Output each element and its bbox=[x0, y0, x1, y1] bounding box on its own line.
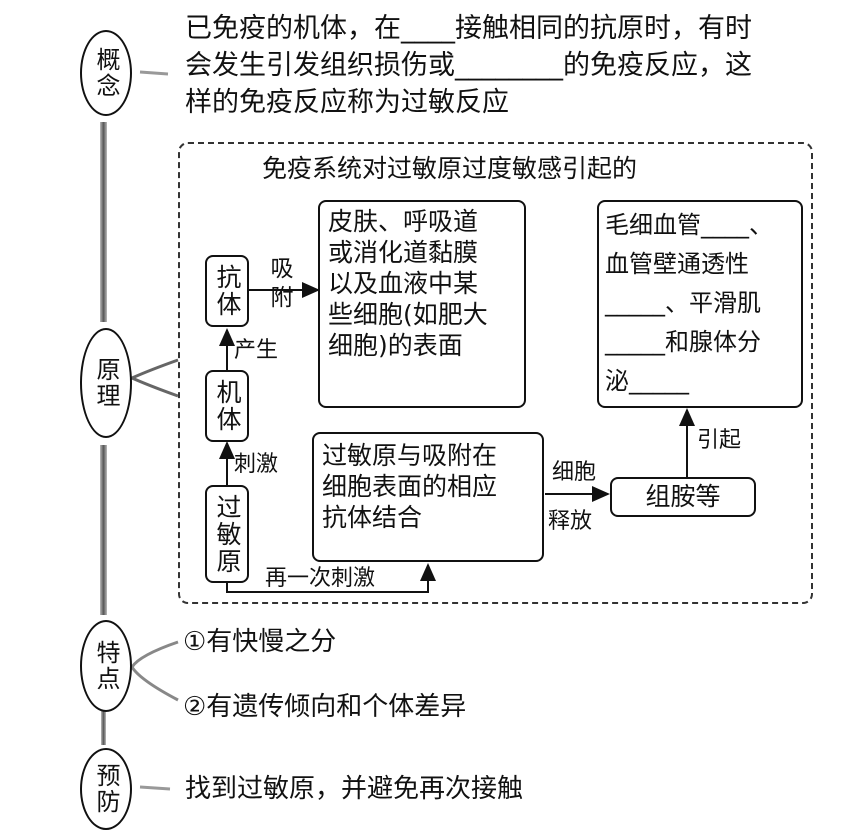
concept-arrow bbox=[139, 70, 169, 76]
prevention-oval: 预防 bbox=[80, 748, 132, 830]
cause-label: 引起 bbox=[697, 428, 742, 453]
combine-line-2: 细胞表面的相应 bbox=[322, 472, 498, 501]
restimulate-arrow bbox=[226, 563, 436, 593]
concept-text: 已免疫的机体，在____接触相同的抗原时，有时 会发生引发组织损伤或______… bbox=[185, 10, 835, 121]
cells-surface-box: 皮肤、呼吸道 或消化道黏膜 以及血液中某 些细胞(如肥大 细胞)的表面 bbox=[318, 200, 526, 408]
cells-line-1: 皮肤、呼吸道 bbox=[328, 207, 479, 236]
effects-line-5: 泌_____ bbox=[605, 367, 689, 395]
cell-label: 细胞 bbox=[552, 460, 597, 485]
effects-box: 毛细血管____、 血管壁通透性 _____、平滑肌 _____和腺体分 泌__… bbox=[597, 200, 803, 408]
restimulate-label: 再一次刺激 bbox=[265, 566, 376, 591]
body-box: 机体 bbox=[205, 370, 249, 442]
combine-line-1: 过敏原与吸附在 bbox=[322, 441, 498, 470]
spine-segment-3 bbox=[101, 700, 106, 745]
feature-item-1: ①有快慢之分 bbox=[183, 627, 337, 657]
principle-bracket bbox=[128, 358, 179, 398]
features-bracket bbox=[130, 640, 179, 702]
principle-label: 原理 bbox=[92, 357, 120, 409]
concept-oval: 概念 bbox=[80, 30, 132, 116]
prevention-label: 预防 bbox=[92, 763, 120, 815]
histamine-box: 组胺等 bbox=[610, 477, 756, 517]
effects-line-2: 血管壁通透性 bbox=[605, 250, 749, 278]
features-oval: 特点 bbox=[80, 620, 132, 712]
principle-dashed-box bbox=[178, 142, 813, 604]
feature-item-2: ②有遗传倾向和个体差异 bbox=[183, 692, 467, 722]
principle-oval: 原理 bbox=[80, 328, 132, 438]
combine-box: 过敏原与吸附在 细胞表面的相应 抗体结合 bbox=[312, 432, 544, 562]
adsorb-label: 吸附 bbox=[266, 256, 292, 314]
effects-line-3: _____、平滑肌 bbox=[605, 289, 761, 317]
effects-line-4: _____和腺体分 bbox=[605, 328, 761, 356]
features-label: 特点 bbox=[92, 640, 120, 692]
body-label: 机体 bbox=[213, 379, 242, 433]
effects-line-1: 毛细血管____、 bbox=[605, 211, 773, 239]
spine-segment-2 bbox=[100, 445, 107, 615]
produce-label: 产生 bbox=[234, 338, 279, 363]
concept-line-2: 会发生引发组织损伤或________的免疫反应，这 bbox=[185, 50, 752, 81]
concept-label: 概念 bbox=[92, 47, 120, 99]
stimulate-label: 刺激 bbox=[234, 452, 279, 477]
allergen-box: 过敏原 bbox=[205, 485, 249, 583]
spine-segment-1 bbox=[100, 122, 107, 322]
antibody-box: 抗体 bbox=[205, 255, 249, 327]
combine-line-3: 抗体结合 bbox=[322, 503, 423, 532]
cells-line-3: 以及血液中某 bbox=[328, 269, 479, 298]
histamine-label: 组胺等 bbox=[645, 482, 721, 511]
prevention-text: 找到过敏原，并避免再次接触 bbox=[185, 774, 524, 804]
prevention-arrow bbox=[139, 785, 171, 791]
cells-line-4: 些细胞(如肥大 bbox=[328, 300, 488, 329]
concept-line-3: 样的免疫反应称为过敏反应 bbox=[185, 87, 509, 118]
release-label: 释放 bbox=[548, 509, 593, 534]
cells-line-5: 细胞)的表面 bbox=[328, 331, 463, 360]
antibody-label: 抗体 bbox=[213, 264, 242, 318]
principle-box-title: 免疫系统对过敏原过度敏感引起的 bbox=[262, 154, 638, 183]
allergen-label: 过敏原 bbox=[213, 493, 242, 575]
concept-line-1: 已免疫的机体，在____接触相同的抗原时，有时 bbox=[185, 13, 752, 44]
cells-line-2: 或消化道黏膜 bbox=[328, 238, 479, 267]
